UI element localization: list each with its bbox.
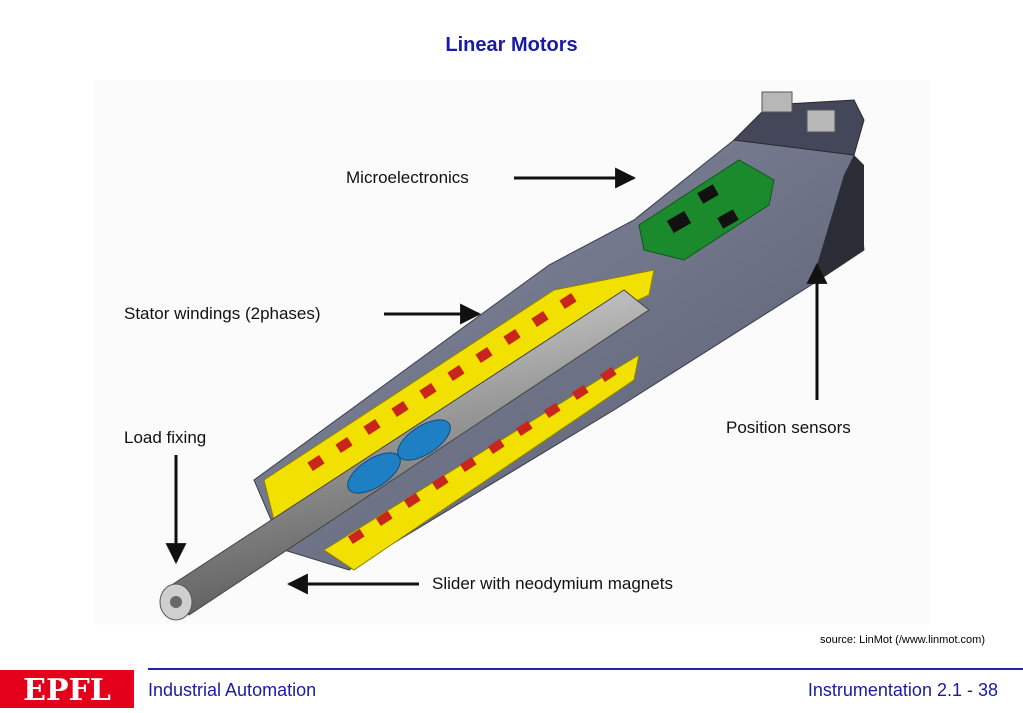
- svg-text:EPFL: EPFL: [23, 673, 111, 708]
- load-fixing-hole: [170, 596, 182, 608]
- connector-screw-left: [761, 91, 793, 113]
- magnet-2: [397, 419, 451, 461]
- label-load-fixing: Load fixing: [124, 428, 207, 447]
- source-citation: source: LinMot (/www.linmot.com): [819, 634, 985, 646]
- epfl-logo: EPFL: [0, 670, 134, 708]
- label-stator-windings: Stator windings (2phases): [124, 304, 321, 323]
- footer-course-title: Industrial Automation: [148, 680, 317, 700]
- footer-divider: [148, 668, 1023, 670]
- stator-windings-upper: [307, 292, 577, 472]
- page-title: Linear Motors: [445, 34, 578, 56]
- label-microelectronics: Microelectronics: [346, 168, 469, 187]
- connector-screw-right: [806, 109, 836, 133]
- microelectronics-pcb: [638, 159, 775, 261]
- footer-slide-number: Instrumentation 2.1 - 38: [807, 680, 998, 700]
- chip-3: [717, 209, 739, 229]
- label-slider: Slider with neodymium magnets: [432, 574, 673, 593]
- yellow-liner-lower: [323, 353, 640, 571]
- housing-side: [814, 155, 864, 280]
- chip-2: [697, 184, 719, 204]
- label-position-sensors: Position sensors: [726, 418, 851, 437]
- stator-windings-lower: [347, 366, 617, 545]
- chip-1: [666, 210, 692, 234]
- linear-motor-diagram: [94, 80, 929, 625]
